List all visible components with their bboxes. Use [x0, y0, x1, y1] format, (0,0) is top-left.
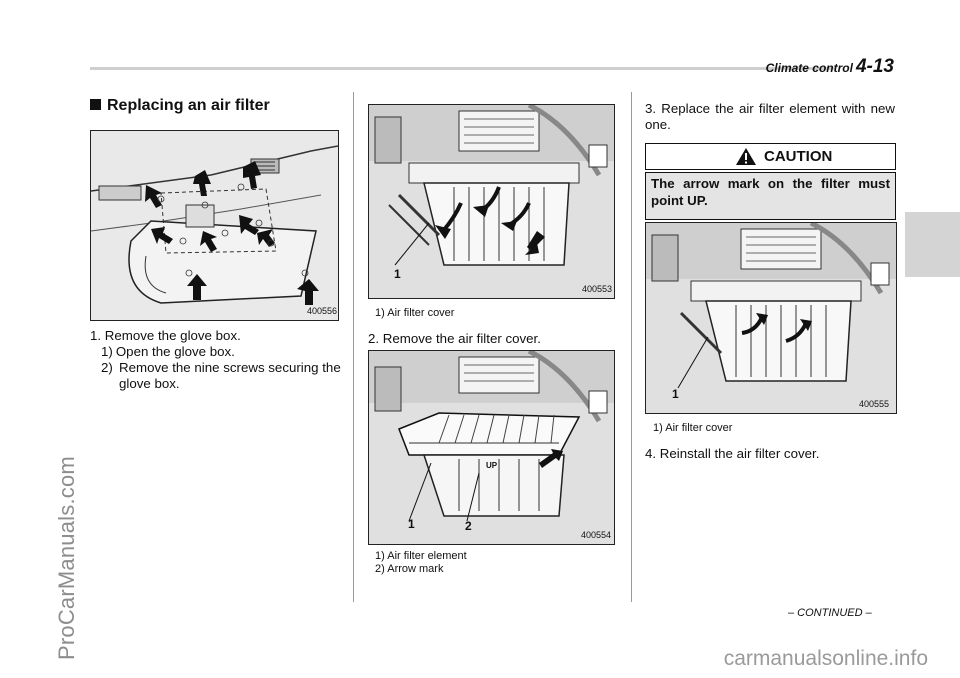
step-3: 3. Replace the air filter element with n… — [645, 101, 895, 132]
figure-air-filter-element: UP 1 2 400554 — [368, 350, 615, 545]
page-number: 4-13 — [855, 56, 894, 77]
figure-number: 400556 — [307, 306, 338, 316]
substep-1: 1)Open the glove box. — [101, 344, 235, 359]
figure-air-filter-cover: 1 400553 — [368, 104, 615, 299]
air-filter-element-illustration — [369, 351, 614, 544]
continued-note: – CONTINUED – — [788, 607, 872, 619]
header-rule — [90, 67, 835, 70]
figure-number: 400555 — [859, 399, 890, 409]
section-title: Climate control — [765, 61, 853, 75]
air-filter-cover-illustration — [369, 105, 614, 298]
substep-2: 2)Remove the nine screws securing the gl… — [101, 360, 341, 391]
caution-text: The arrow mark on the filter must point … — [651, 176, 890, 208]
bottom-watermark: carmanualsonline.info — [723, 647, 928, 670]
step-4: 4. Reinstall the air filter cover. — [645, 446, 820, 461]
caution-title: CAUTION — [764, 148, 833, 165]
figure-caption-2: 2) Arrow mark — [375, 563, 444, 575]
figure-number: 400553 — [582, 284, 613, 294]
step-2: 2. Remove the air filter cover. — [368, 331, 541, 346]
figure-caption: 1) Air filter cover — [653, 422, 733, 434]
column-separator-2 — [631, 92, 632, 602]
figure-air-filter-cover-reinstall: 1 400555 — [645, 222, 897, 414]
chapter-thumb-tab — [905, 212, 960, 277]
glove-box-illustration — [91, 131, 338, 320]
figure-glove-box: 400556 — [90, 130, 339, 321]
callout-1: 1 — [672, 387, 679, 401]
callout-1: 1 — [394, 267, 401, 281]
figure-number: 400554 — [581, 530, 612, 540]
column-separator-1 — [353, 92, 354, 602]
caution-box: The arrow mark on the filter must point … — [645, 172, 896, 220]
up-arrow-marking: UP — [486, 461, 498, 470]
caution-header: CAUTION — [645, 143, 896, 170]
figure-caption-1: 1) Air filter element — [375, 550, 467, 562]
warning-triangle-icon — [736, 148, 756, 165]
callout-1: 1 — [408, 517, 415, 531]
square-bullet-icon — [90, 99, 101, 110]
section-heading: Replacing an air filter — [90, 97, 270, 115]
side-watermark: ProCarManuals.com — [54, 456, 79, 660]
air-filter-reinstall-illustration — [646, 223, 896, 413]
step-1: 1. Remove the glove box. — [90, 328, 241, 343]
figure-caption: 1) Air filter cover — [375, 307, 455, 319]
callout-2: 2 — [465, 519, 472, 533]
